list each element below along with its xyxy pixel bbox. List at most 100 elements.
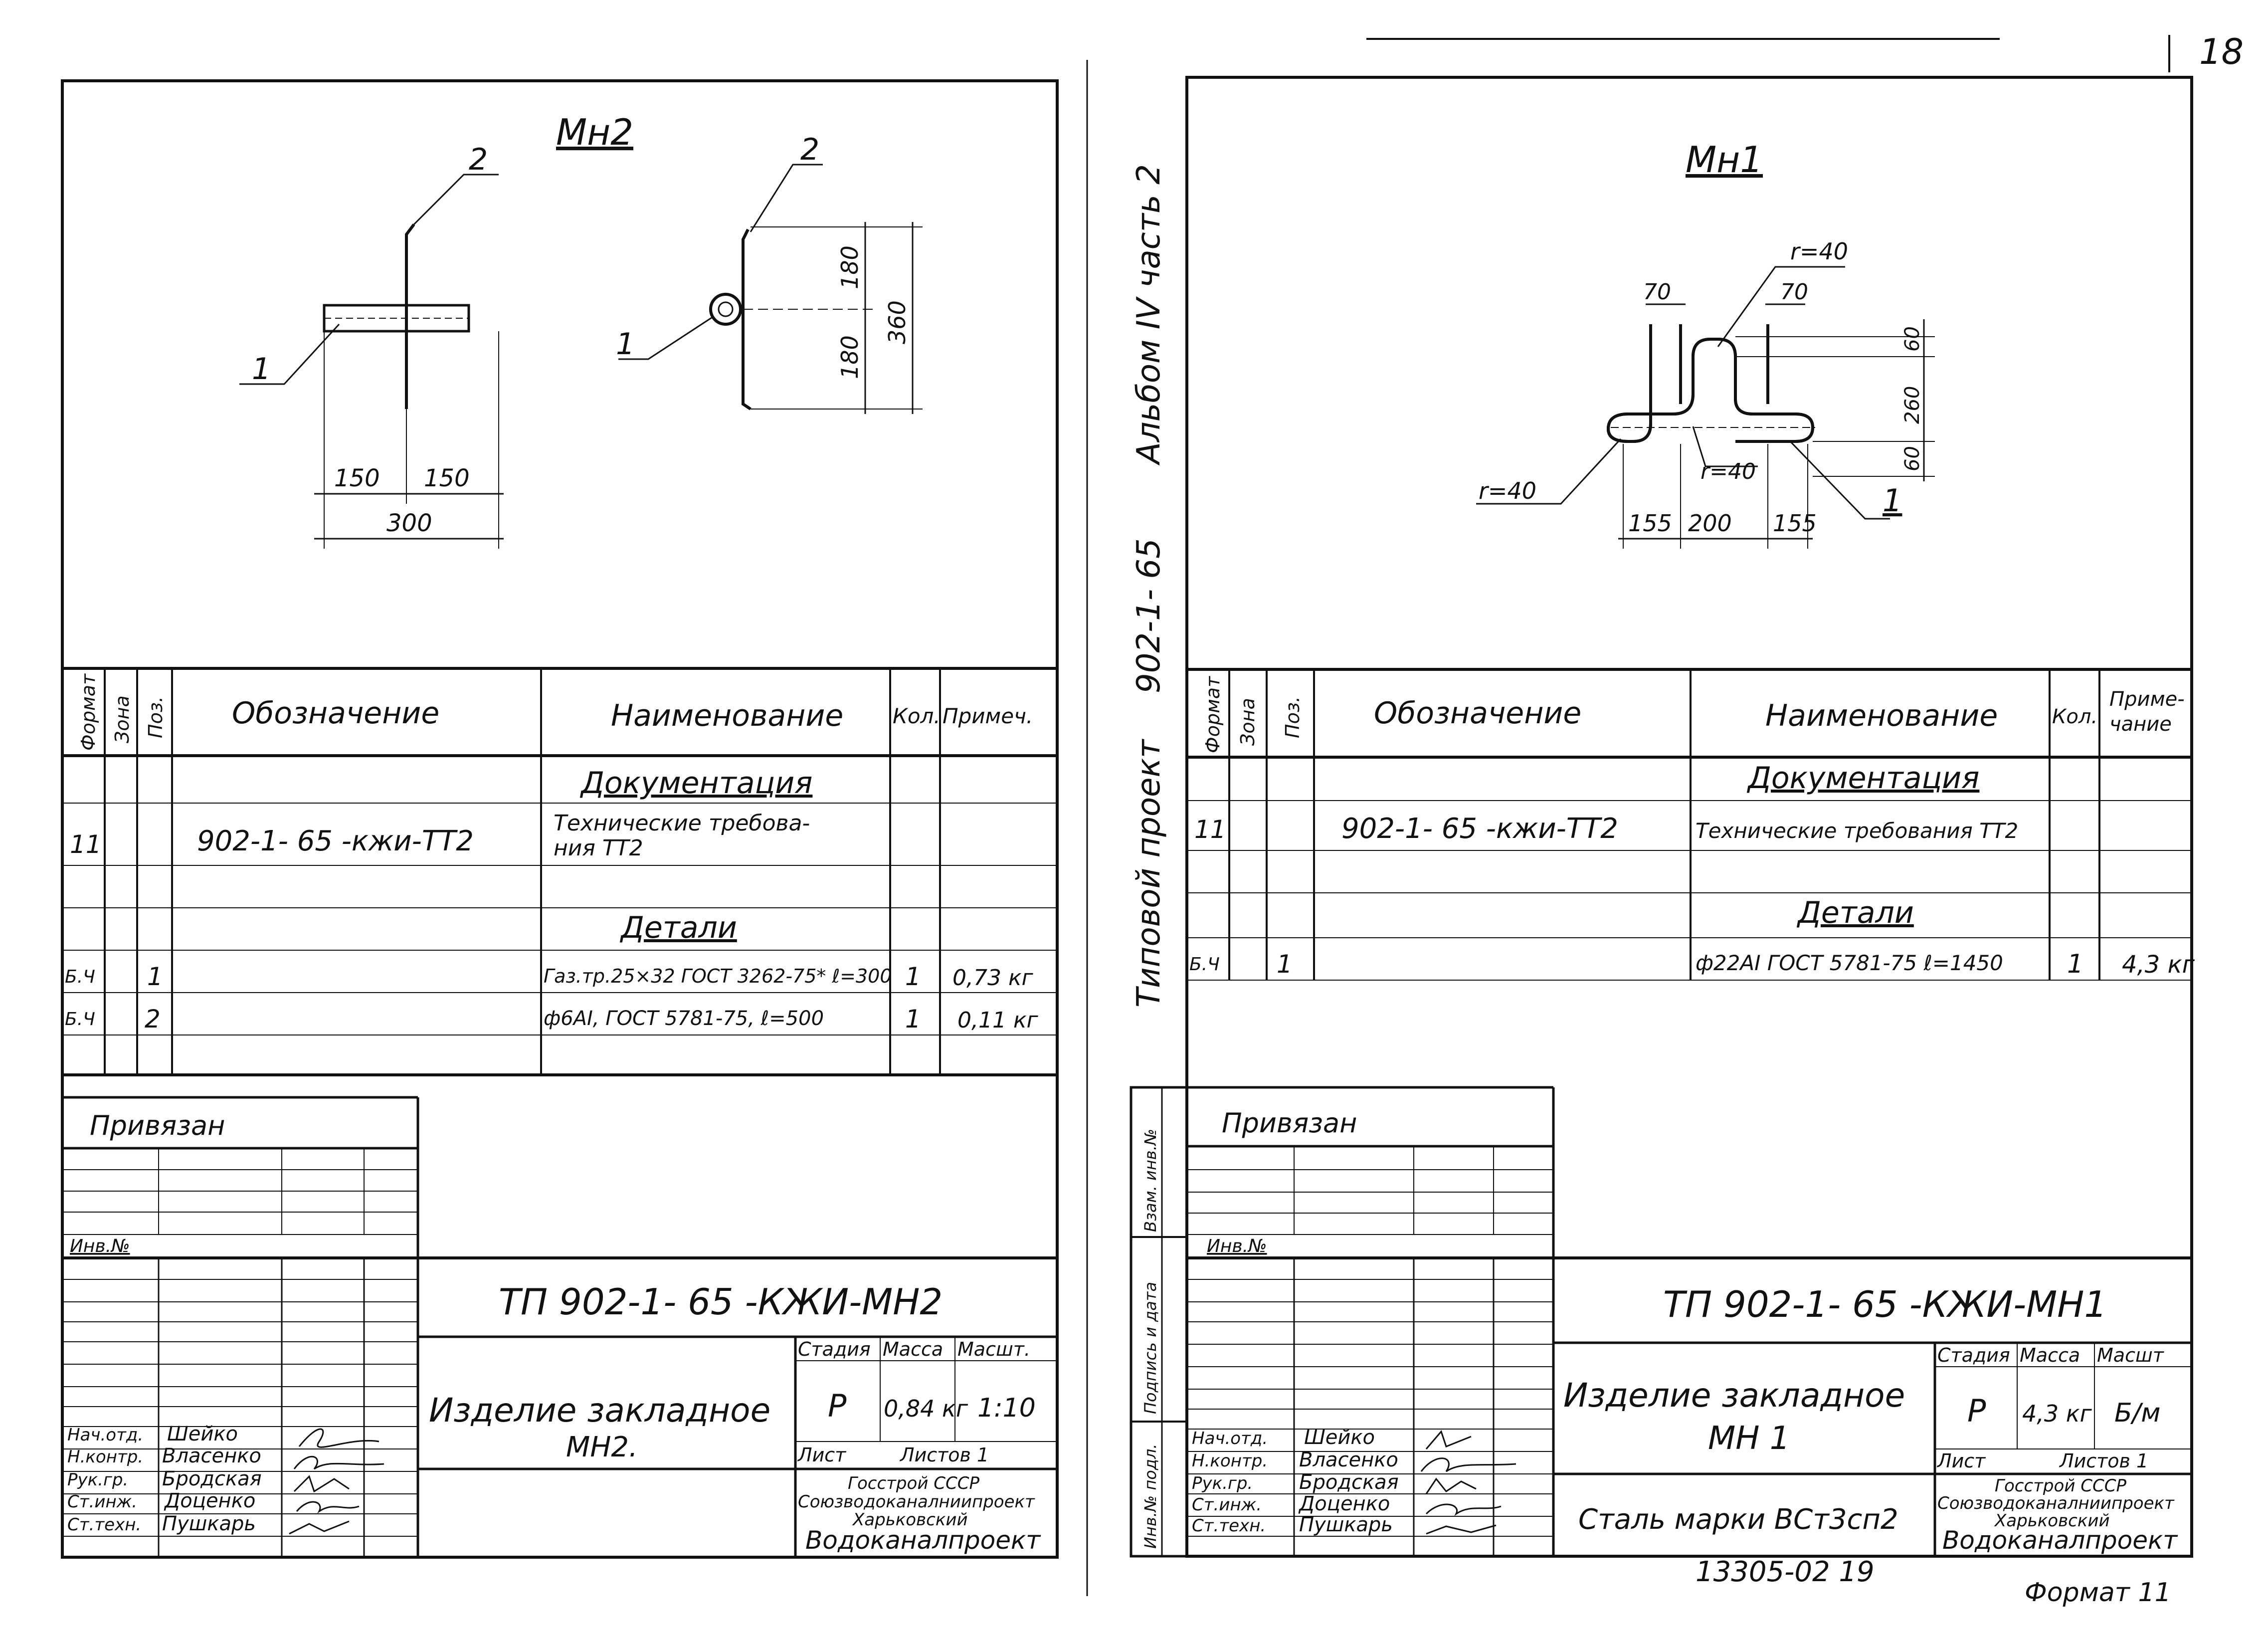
role-4: Ст.инж. bbox=[67, 1492, 137, 1512]
label-stage: Стадия bbox=[798, 1338, 871, 1360]
signature-4 bbox=[296, 1501, 360, 1514]
doc-code: ТП 902-1- 65 -КЖИ-МН1 bbox=[1663, 1283, 2107, 1325]
part2-format: Б.Ч bbox=[65, 1009, 95, 1030]
dim-150-right: 150 bbox=[424, 464, 470, 492]
dim-360: 360 bbox=[884, 300, 911, 344]
signature-5 bbox=[1426, 1524, 1497, 1535]
dim-150-left: 150 bbox=[334, 464, 380, 492]
title-block-mn1: ТП 902-1- 65 -КЖИ-МН1 Изделие закладное … bbox=[1187, 1256, 2192, 1556]
sheet-mn2: Мн2 2 1 150 150 300 2 bbox=[61, 79, 1059, 1559]
name-3: Бродская bbox=[1299, 1471, 1399, 1494]
name-1: Шейко bbox=[1304, 1426, 1375, 1449]
role-2: Н.контр. bbox=[1192, 1451, 1268, 1471]
item-name: Изделие закладное bbox=[429, 1391, 770, 1430]
label-scale: Масшт bbox=[2097, 1344, 2165, 1366]
header-pos: Поз. bbox=[145, 696, 167, 738]
side-stamp-3: Инв.№ подл. bbox=[1141, 1444, 1160, 1549]
leader-r40-mid bbox=[1692, 426, 1758, 467]
name-4: Доценко bbox=[164, 1489, 255, 1512]
role-4: Ст.инж. bbox=[1192, 1495, 1262, 1515]
header-qty: Кол. bbox=[893, 704, 941, 728]
part1-pos: 1 bbox=[1277, 950, 1293, 979]
dim-r40-mid: r=40 bbox=[1701, 459, 1756, 484]
signature-2 bbox=[293, 1455, 384, 1470]
part2-pos: 2 bbox=[145, 1005, 161, 1033]
page-number: 18 bbox=[2199, 31, 2244, 72]
pipe-end-inner bbox=[718, 301, 734, 317]
inv-label: Инв.№ bbox=[1207, 1236, 1267, 1256]
header-name: Наименование bbox=[1765, 698, 1998, 733]
header-qty: Кол. bbox=[2052, 705, 2097, 728]
project-code: 902-1- 65 bbox=[1131, 538, 1167, 693]
callout-2: 2 bbox=[469, 142, 488, 177]
leader-2-end bbox=[750, 164, 823, 232]
callout-2-end: 2 bbox=[800, 132, 819, 167]
label-mass: Масса bbox=[2020, 1344, 2080, 1366]
dim-r40-left: r=40 bbox=[1479, 477, 1536, 504]
sheet-frame bbox=[1185, 76, 2193, 1558]
signature-2 bbox=[1420, 1457, 1516, 1472]
header-note: Примеч. bbox=[943, 704, 1033, 728]
part1-qty: 1 bbox=[2067, 949, 2083, 979]
doc-name: Технические требова- bbox=[554, 811, 810, 836]
callout-1: 1 bbox=[1883, 482, 1902, 519]
signature-5 bbox=[289, 1520, 350, 1535]
role-3: Рук.гр. bbox=[67, 1470, 128, 1490]
dim-ext-spacer bbox=[469, 331, 499, 549]
name-5: Пушкарь bbox=[162, 1512, 256, 1535]
leader-2 bbox=[413, 174, 499, 225]
drawing-title: Мн1 bbox=[1686, 139, 1763, 181]
dim-155-right: 155 bbox=[1773, 510, 1817, 537]
item-name: Изделие закладное bbox=[1563, 1376, 1905, 1415]
leader-1 bbox=[239, 323, 340, 385]
doc-name-2: ния ТТ2 bbox=[554, 835, 643, 861]
dim-70-left: 70 bbox=[1643, 279, 1671, 305]
callout-1: 1 bbox=[252, 352, 271, 387]
inventory-number: 13305-02 19 bbox=[1696, 1556, 1875, 1588]
org-line-3: Харьковский bbox=[1994, 1511, 2110, 1531]
role-3: Рук.гр. bbox=[1192, 1473, 1253, 1493]
doc-format: 11 bbox=[1194, 815, 1226, 844]
header-pos: Поз. bbox=[1282, 696, 1304, 738]
label-scale: Масшт. bbox=[957, 1338, 1030, 1360]
part2-qty: 1 bbox=[905, 1005, 921, 1033]
org-line-1: Госстрой СССР bbox=[848, 1473, 979, 1493]
header-zone: Зона bbox=[111, 695, 133, 743]
role-5: Ст.техн. bbox=[67, 1515, 141, 1535]
signature-4 bbox=[1425, 1503, 1502, 1516]
drawing-title: Мн2 bbox=[556, 111, 633, 153]
signature-1 bbox=[298, 1428, 379, 1448]
part1-format: Б.Ч bbox=[1189, 954, 1220, 975]
dim-155-left: 155 bbox=[1628, 510, 1672, 537]
header-note-2: чание bbox=[2109, 713, 2172, 736]
value-stage: Р bbox=[828, 1388, 847, 1424]
side-stamp: Взам. инв.№ Подпись и дата Инв.№ подл. bbox=[1130, 1086, 1188, 1558]
signature-3 bbox=[293, 1475, 350, 1493]
material: Сталь марки ВСт3сп2 bbox=[1578, 1503, 1898, 1536]
dim-200: 200 bbox=[1688, 510, 1732, 537]
role-2: Н.контр. bbox=[67, 1447, 143, 1467]
name-2: Власенко bbox=[1299, 1448, 1398, 1471]
attached-label: Привязан bbox=[90, 1110, 225, 1141]
dim-180-top: 180 bbox=[836, 245, 863, 289]
bent-bar bbox=[1606, 324, 1815, 443]
album-label: Альбом IV часть 2 bbox=[1131, 164, 1167, 466]
section-documentation: Документация bbox=[1746, 761, 1979, 796]
name-3: Бродская bbox=[162, 1467, 262, 1490]
org-line-2: Союзводоканалниипроект bbox=[1937, 1493, 2175, 1513]
inv-label: Инв.№ bbox=[70, 1236, 130, 1256]
header-designation: Обозначение bbox=[1374, 696, 1581, 731]
part1-note: 4,3 кг bbox=[2122, 951, 2195, 979]
org-line-3: Харьковский bbox=[852, 1510, 968, 1530]
callout-1-end: 1 bbox=[616, 327, 635, 362]
drawing-mn1: Мн1 70 70 r=40 r=40 r=40 60 260 bbox=[1476, 139, 1935, 549]
doc-code: ТП 902-1- 65 -КЖИ-МН2 bbox=[499, 1281, 943, 1323]
org-line-2: Союзводоканалниипроект bbox=[798, 1492, 1035, 1512]
sheet-mn1: Альбом IV часть 2 902-1- 65 Типовой прое… bbox=[1130, 76, 2195, 1608]
bar-end-view bbox=[742, 228, 752, 411]
side-stamp-1: Взам. инв.№ bbox=[1141, 1129, 1160, 1232]
role-5: Ст.техн. bbox=[1192, 1516, 1266, 1536]
bent-bar-outline bbox=[1606, 324, 1815, 443]
format-note: Формат 11 bbox=[2025, 1578, 2171, 1608]
item-name-2: МН 1 bbox=[1708, 1420, 1790, 1457]
